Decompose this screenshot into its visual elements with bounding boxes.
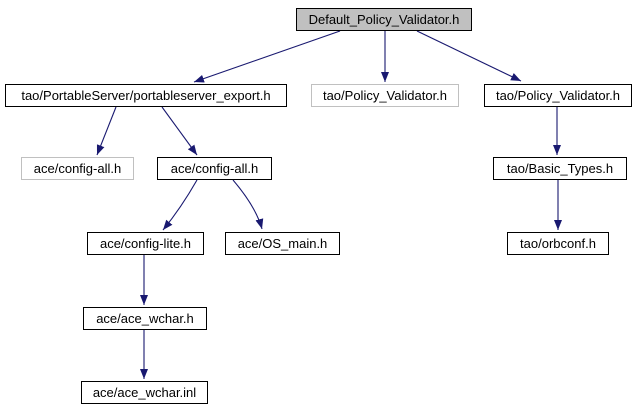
node-orbconf[interactable]: tao/orbconf.h — [507, 232, 609, 255]
node-default-policy-validator: Default_Policy_Validator.h — [296, 8, 472, 31]
node-basic-types[interactable]: tao/Basic_Types.h — [493, 157, 627, 180]
edge-root-to-portableserver-export — [193, 30, 341, 83]
edge-portableserver-export-to-config-all — [161, 106, 198, 156]
edge-portableserver-export-to-config-all-truncated — [96, 106, 117, 156]
node-ace-wchar-h[interactable]: ace/ace_wchar.h — [83, 307, 207, 330]
node-config-all[interactable]: ace/config-all.h — [157, 157, 272, 180]
node-config-lite[interactable]: ace/config-lite.h — [87, 232, 204, 255]
node-policy-validator-truncated[interactable]: tao/Policy_Validator.h — [311, 84, 459, 107]
node-os-main[interactable]: ace/OS_main.h — [225, 232, 340, 255]
node-portableserver-export[interactable]: tao/PortableServer/portableserver_export… — [5, 84, 287, 107]
node-ace-wchar-inl[interactable]: ace/ace_wchar.inl — [81, 381, 208, 404]
edge-config-all-to-os-main — [232, 179, 264, 230]
edge-config-all-to-config-lite — [162, 179, 198, 231]
node-config-all-truncated[interactable]: ace/config-all.h — [21, 157, 134, 180]
node-policy-validator[interactable]: tao/Policy_Validator.h — [484, 84, 632, 107]
edge-root-to-policy-validator — [416, 30, 522, 82]
